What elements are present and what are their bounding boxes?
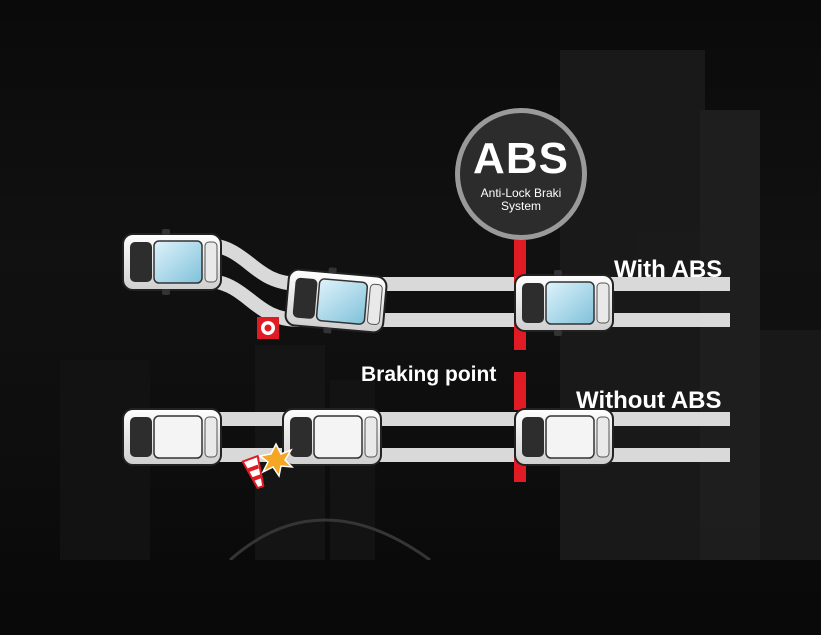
label-with-abs: With ABS [614, 256, 723, 283]
traffic-cone-icon [241, 454, 265, 490]
impact-burst-icon [258, 442, 294, 478]
badge-subtitle-line2: System [500, 199, 541, 213]
abs-badge: ABS Anti-Lock Braki System [455, 108, 587, 240]
badge-subtitle-line1: Anti-Lock Braki [480, 186, 562, 200]
car-without-abs-start [122, 408, 222, 466]
target-icon [257, 317, 279, 339]
city-skyline [0, 50, 821, 635]
badge-title: ABS [473, 134, 569, 183]
label-braking-point: Braking point [361, 363, 497, 386]
label-without-abs: Without ABS [576, 387, 722, 414]
car-with-abs-end [514, 269, 614, 337]
road-without-abs [130, 412, 730, 462]
car-without-abs-end [514, 408, 614, 466]
car-with-abs-start [122, 228, 222, 296]
car-with-abs-swerving [283, 262, 389, 340]
car-without-abs-collision [282, 408, 382, 466]
